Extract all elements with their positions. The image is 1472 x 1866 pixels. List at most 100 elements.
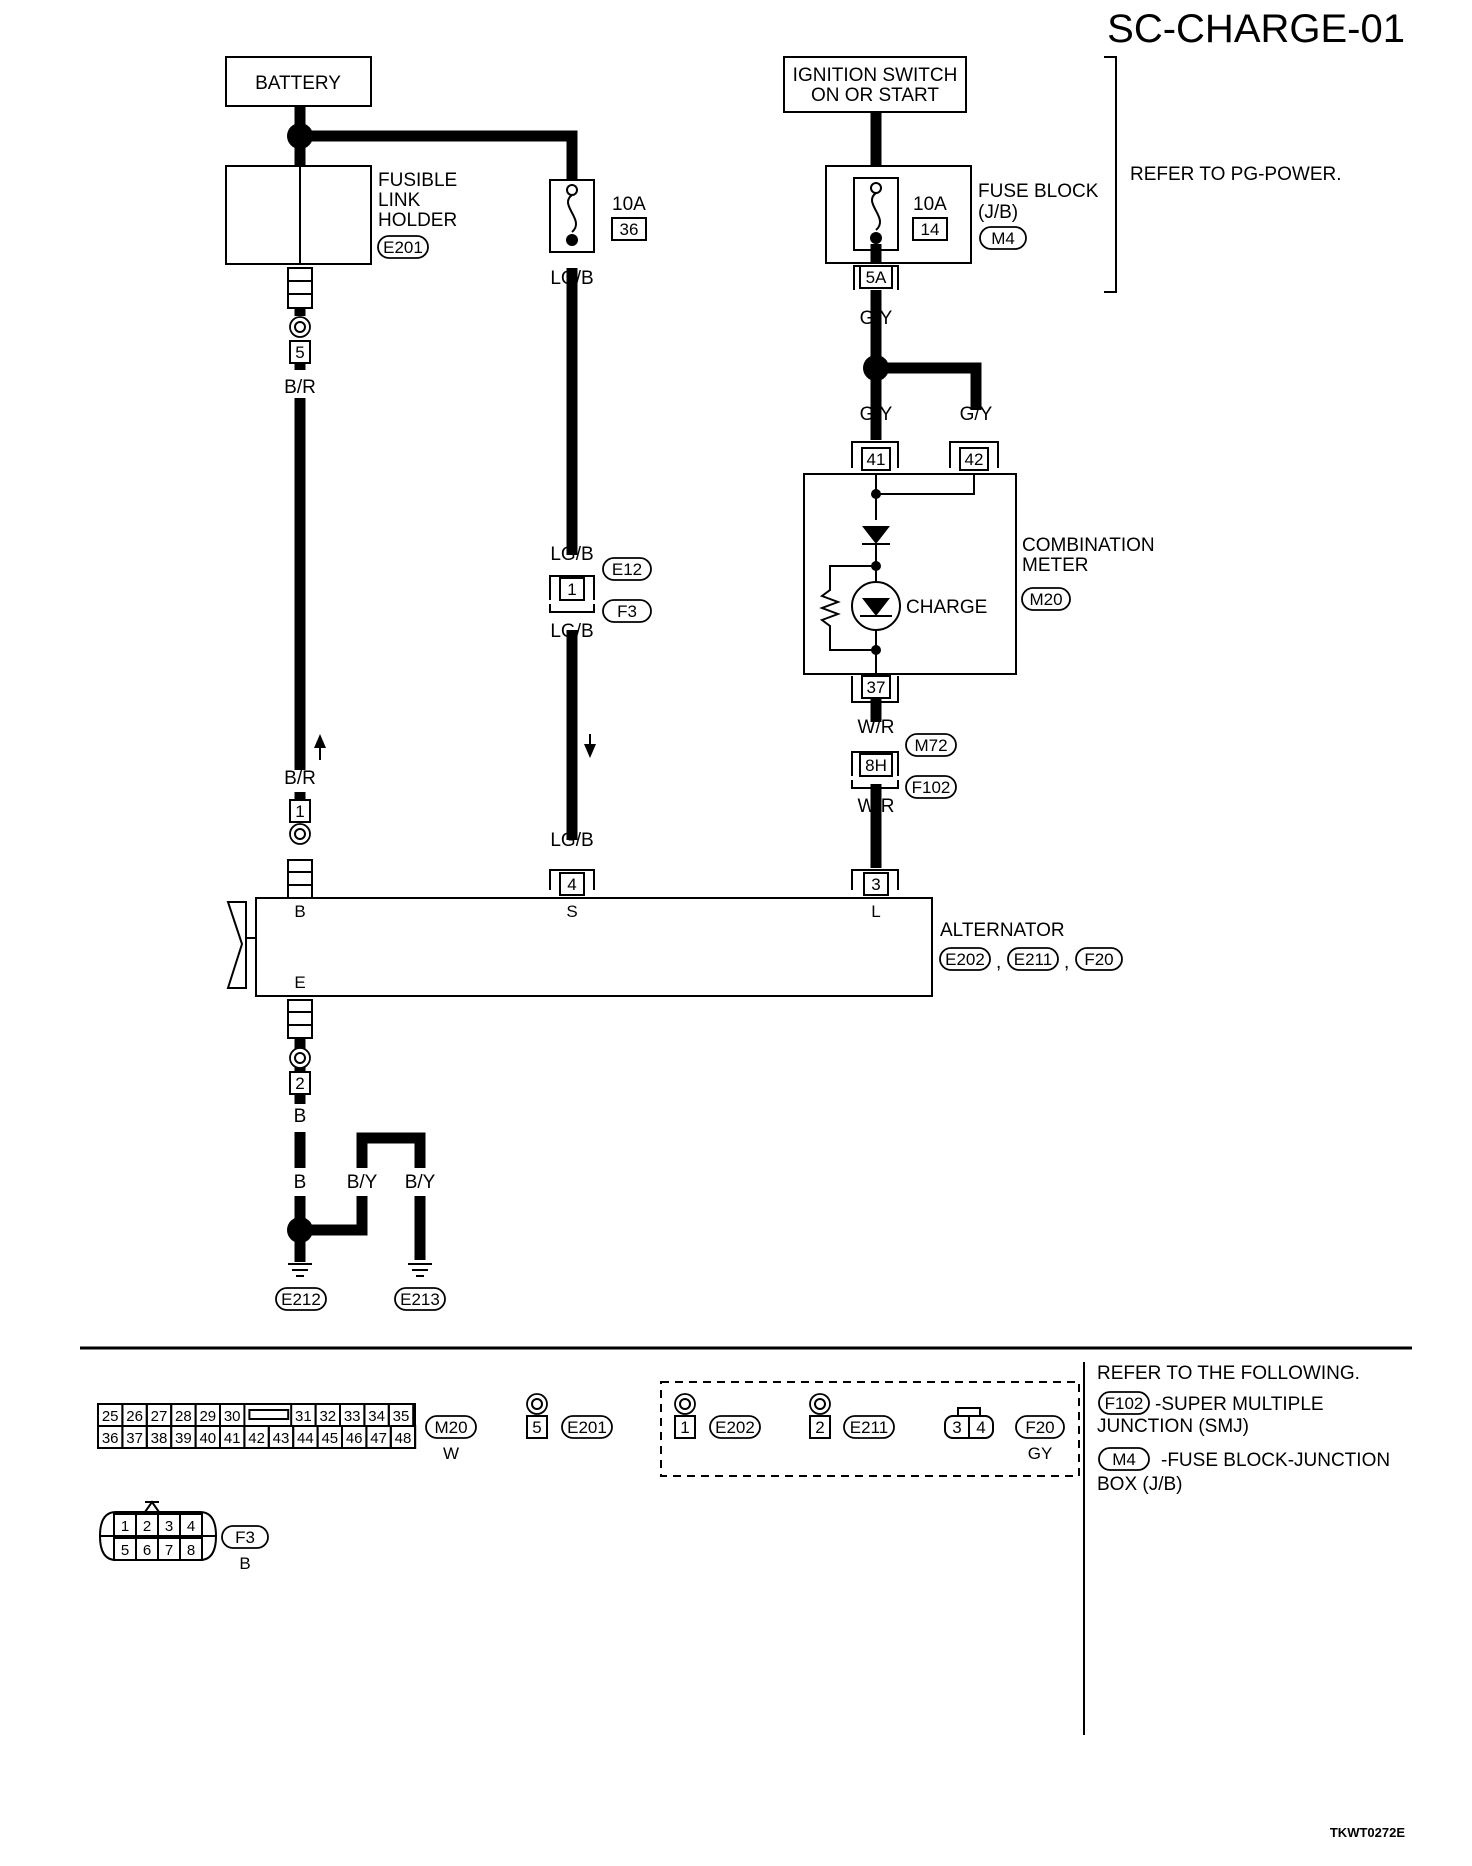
fusible-label-3: HOLDER: [378, 210, 457, 231]
pin-5a: 5A: [866, 268, 887, 287]
connector-e12-f3: 1: [549, 575, 595, 613]
wire-b-2: B: [294, 1172, 307, 1193]
alternator-e-terminal: 2: [287, 999, 313, 1102]
f3-pin-8: 8: [187, 1542, 195, 1559]
footer-code: TKWT0272E: [1330, 1825, 1405, 1840]
m20-pin-28: 28: [175, 1408, 192, 1425]
refer-pg-power: REFER TO PG-POWER.: [1130, 164, 1342, 185]
terminal-e: E: [294, 973, 305, 992]
fuse-36-rating: 10A: [612, 194, 646, 215]
m20-pin-30: 30: [224, 1408, 241, 1425]
m20-pin-42: 42: [248, 1430, 265, 1447]
legend-ref1-line2: JUNCTION (SMJ): [1097, 1416, 1249, 1437]
ignition-label-2: ON OR START: [811, 85, 939, 106]
m20-pin-46: 46: [346, 1430, 363, 1447]
fuse-block-label: FUSE BLOCK: [978, 181, 1099, 202]
legend-f3-id: F3: [235, 1528, 255, 1547]
m20-pin-48: 48: [395, 1430, 412, 1447]
m20-pin-37: 37: [126, 1430, 143, 1447]
connector-m72: M72: [914, 736, 947, 755]
alternator-b-terminal: 1: [287, 792, 313, 899]
fuse-14-number: 14: [921, 220, 940, 239]
pin-4: 4: [567, 875, 576, 894]
wire-by-1: B/Y: [347, 1172, 378, 1193]
legend-ref1-id: F102: [1105, 1394, 1144, 1413]
pin-5: 5: [295, 343, 304, 362]
terminal-l: L: [871, 902, 880, 921]
ignition-label-1: IGNITION SWITCH: [793, 65, 958, 86]
legend-f3-color: B: [239, 1554, 250, 1573]
ground-e212: E212: [281, 1290, 321, 1309]
m20-pin-40: 40: [199, 1430, 216, 1447]
m20-pin-27: 27: [151, 1408, 168, 1425]
wire-lgb-4: LG/B: [550, 830, 593, 851]
legend-refer-title: REFER TO THE FOLLOWING.: [1097, 1363, 1360, 1384]
legend-m20-color: W: [443, 1444, 459, 1463]
m20-pin-33: 33: [344, 1408, 361, 1425]
legend-ref1-line1: -SUPER MULTIPLE: [1155, 1394, 1324, 1415]
combination-meter-label-2: METER: [1022, 555, 1089, 576]
refer-bracket: [1104, 56, 1117, 293]
wire-wr-1: W/R: [858, 717, 895, 738]
legend-ref2-id: M4: [1112, 1450, 1136, 1469]
m20-pin-44: 44: [297, 1430, 314, 1447]
wire-lgb-3: LG/B: [550, 621, 593, 642]
battery-label: BATTERY: [255, 73, 341, 94]
m20-pin-34: 34: [368, 1408, 385, 1425]
wire-wr-2: W/R: [858, 796, 895, 817]
fuse-14-rating: 10A: [913, 194, 947, 215]
legend-e202: 1: [674, 1393, 696, 1439]
legend-e202-id: E202: [715, 1418, 755, 1437]
pin-41: 41: [867, 450, 886, 469]
alternator-l-terminal: 3: [851, 869, 899, 896]
alternator-connector-f20: F20: [1084, 950, 1113, 969]
m20-pin-32: 32: [319, 1408, 336, 1425]
ground-e212-icon: [288, 1236, 312, 1277]
legend-f20-pin-b: 4: [976, 1418, 985, 1437]
wire-gy-1: G/Y: [860, 308, 893, 329]
terminal-s: S: [566, 902, 577, 921]
legend-e211-pin: 2: [815, 1418, 824, 1437]
m20-pin-35: 35: [393, 1408, 410, 1425]
legend-e201: 5: [526, 1393, 548, 1439]
terminal-b: B: [294, 902, 305, 921]
charge-label: CHARGE: [906, 597, 987, 618]
splice-point-ground: [287, 1217, 313, 1243]
fusible-connector-id: E201: [383, 238, 423, 257]
m20-pin-36: 36: [102, 1430, 119, 1447]
wire-lgb-2: LG/B: [550, 544, 593, 565]
legend-e201-pin: 5: [532, 1418, 541, 1437]
m20-pin-38: 38: [151, 1430, 168, 1447]
pin-37: 37: [867, 678, 886, 697]
wire-lgb-1: LG/B: [550, 268, 593, 289]
fusible-terminal: 5: [287, 267, 313, 370]
m20-key-slot: [248, 1409, 290, 1420]
f3-pin-5: 5: [121, 1542, 129, 1559]
connector-f102: F102: [912, 778, 951, 797]
meter-pin-42: 42: [949, 441, 999, 471]
fusible-label-1: FUSIBLE: [378, 170, 457, 191]
alternator: [255, 897, 933, 997]
legend-f20-id: F20: [1025, 1418, 1054, 1437]
ground-e213-icon: [408, 1263, 432, 1277]
m20-pin-47: 47: [370, 1430, 387, 1447]
fusible-label-2: LINK: [378, 190, 421, 211]
m20-pin-41: 41: [224, 1430, 241, 1447]
separator-2: ,: [1064, 952, 1069, 973]
legend-ref2-line2: BOX (J/B): [1097, 1474, 1183, 1495]
f3-pin-7: 7: [165, 1542, 173, 1559]
meter-pin-41: 41: [851, 441, 899, 471]
m20-pin-29: 29: [199, 1408, 216, 1425]
fuse-36-number: 36: [620, 220, 639, 239]
f3-pin-4: 4: [187, 1518, 195, 1535]
legend-m20-id: M20: [434, 1418, 467, 1437]
ignition-switch: [783, 56, 967, 113]
wire-gy-2: G/Y: [860, 404, 893, 425]
f3-pin-1: 1: [121, 1518, 129, 1535]
alternator-pulley-icon: [226, 901, 256, 989]
splice-point-gy: [863, 355, 889, 381]
pin-1-e12: 1: [567, 580, 576, 599]
